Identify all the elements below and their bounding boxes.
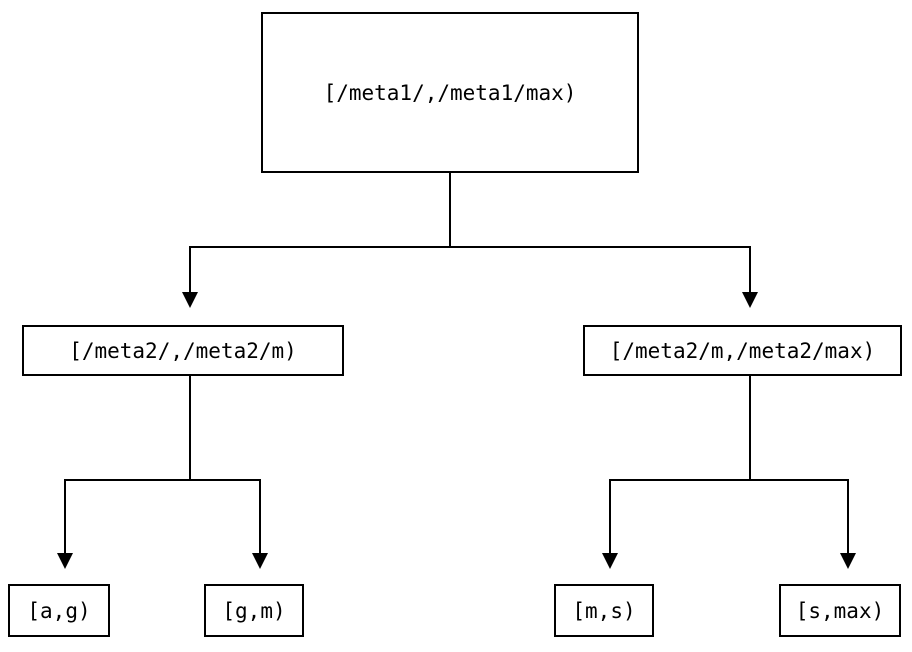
edge-left-crossbar xyxy=(64,479,261,481)
edge-left-to-leaf-gm xyxy=(259,479,261,553)
tree-node-leaf-gm: [g,m) xyxy=(204,584,304,637)
arrowhead-down-icon xyxy=(742,292,758,308)
edge-root-crossbar xyxy=(189,246,751,248)
arrowhead-down-icon xyxy=(182,292,198,308)
tree-node-right-label: [/meta2/m,/meta2/max) xyxy=(609,338,876,363)
tree-node-root: [/meta1/,/meta1/max) xyxy=(261,12,639,173)
edge-left-stem xyxy=(189,376,191,481)
edge-root-stem xyxy=(449,173,451,248)
tree-node-left-label: [/meta2/,/meta2/m) xyxy=(69,338,297,363)
tree-node-leaf-smax: [s,max) xyxy=(779,584,901,637)
edge-root-to-right xyxy=(749,246,751,292)
tree-node-root-label: [/meta1/,/meta1/max) xyxy=(323,80,577,105)
tree-node-right: [/meta2/m,/meta2/max) xyxy=(583,325,902,376)
tree-node-leaf-ms: [m,s) xyxy=(554,584,654,637)
arrowhead-down-icon xyxy=(602,553,618,569)
arrowhead-down-icon xyxy=(840,553,856,569)
edge-right-stem xyxy=(749,376,751,481)
tree-node-leaf-gm-label: [g,m) xyxy=(222,598,286,623)
tree-node-leaf-ms-label: [m,s) xyxy=(572,598,636,623)
edge-right-crossbar xyxy=(609,479,849,481)
edge-left-to-leaf-ag xyxy=(64,479,66,553)
tree-node-leaf-ag-label: [a,g) xyxy=(27,598,91,623)
arrowhead-down-icon xyxy=(252,553,268,569)
edge-right-to-leaf-smax xyxy=(847,479,849,553)
tree-node-left: [/meta2/,/meta2/m) xyxy=(22,325,344,376)
tree-node-leaf-ag: [a,g) xyxy=(8,584,110,637)
arrowhead-down-icon xyxy=(57,553,73,569)
tree-node-leaf-smax-label: [s,max) xyxy=(795,598,885,623)
edge-right-to-leaf-ms xyxy=(609,479,611,553)
edge-root-to-left xyxy=(189,246,191,292)
